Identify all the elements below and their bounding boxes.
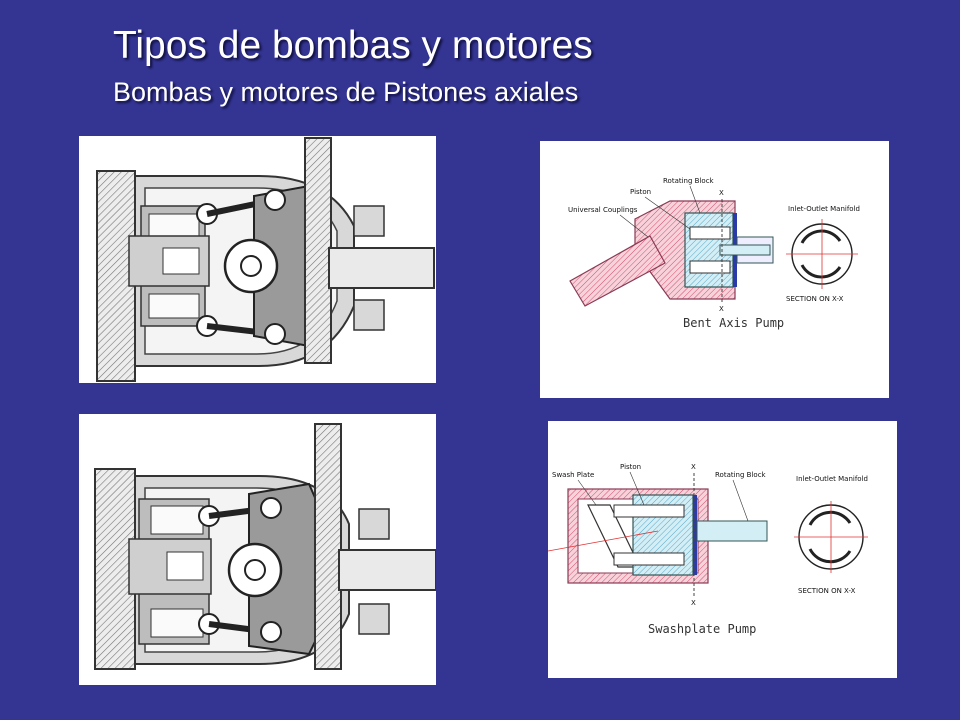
- bent-axis-pump-schematic: X X Rotating Block Piston Universal Coup…: [540, 141, 889, 398]
- swashplate-label-piston: Piston: [620, 463, 641, 471]
- bent-axis-cutaway-drawing: [79, 136, 436, 383]
- bent-axis-label-universal-couplings: Universal Couplings: [568, 206, 638, 214]
- swashplate-label-rotating-block: Rotating Block: [715, 471, 767, 479]
- swashplate-pump-schematic: X X Swash Plate Piston Rotating Block In…: [548, 421, 897, 678]
- bent-axis-label-manifold: Inlet-Outlet Manifold: [788, 205, 860, 213]
- bent-axis-label-rotating-block: Rotating Block: [663, 177, 715, 185]
- bent-axis-label-section: SECTION ON X-X: [786, 295, 844, 303]
- swashplate-x-bottom: X: [691, 599, 696, 607]
- swashplate-cutaway-drawing: [79, 414, 436, 685]
- bent-axis-caption: Bent Axis Pump: [683, 316, 784, 330]
- swashplate-label-section: SECTION ON X-X: [798, 587, 856, 595]
- slide-subtitle: Bombas y motores de Pistones axiales: [113, 77, 579, 107]
- swashplate-label-manifold: Inlet-Outlet Manifold: [796, 475, 868, 483]
- swashplate-label-swash-plate: Swash Plate: [552, 471, 594, 479]
- bent-axis-x-top: X: [719, 189, 724, 197]
- slide-title: Tipos de bombas y motores: [113, 24, 593, 67]
- bent-axis-label-piston: Piston: [630, 188, 651, 196]
- bent-axis-x-bottom: X: [719, 305, 724, 313]
- swashplate-x-top: X: [691, 463, 696, 471]
- swashplate-caption: Swashplate Pump: [648, 622, 756, 636]
